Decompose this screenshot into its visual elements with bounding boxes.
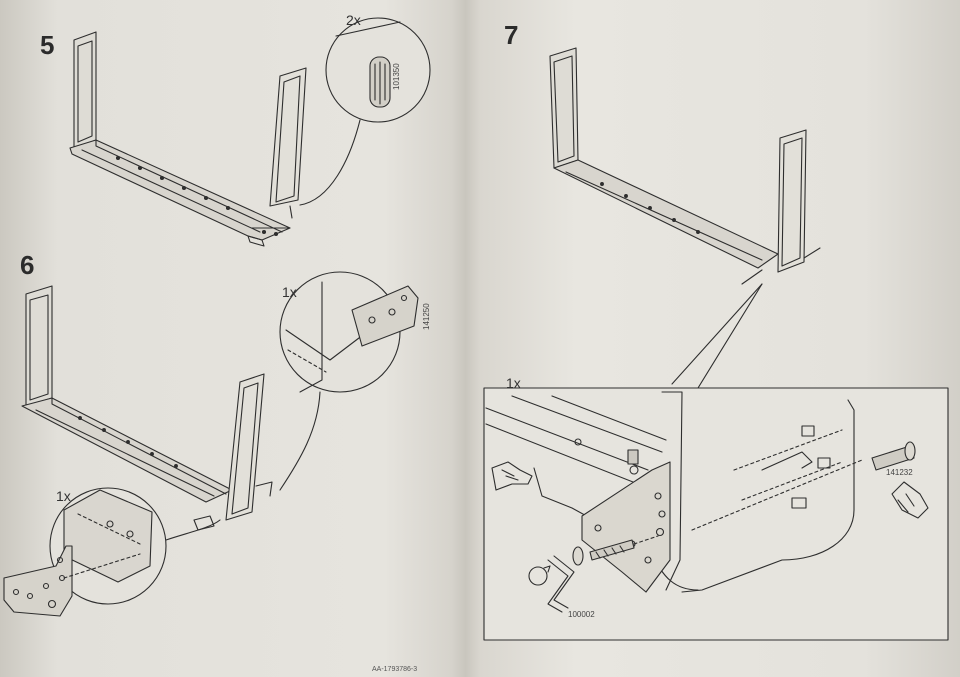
step7-tool-code: 100002	[568, 610, 595, 619]
step6-number: 6	[20, 250, 35, 280]
step5-callout-quantity: 2x	[346, 12, 361, 28]
allen-key-icon	[548, 556, 574, 612]
step7-frame-illustration	[550, 48, 820, 388]
left-page: 5 2x 101350 6 1x 141250 1x AA-1793786-3	[0, 0, 462, 677]
step5-frame-illustration	[70, 18, 430, 246]
left-page-drawings	[0, 0, 462, 677]
step5-number: 5	[40, 30, 55, 60]
step6-frame-illustration	[4, 272, 418, 616]
footer-document-code: AA-1793786-3	[372, 666, 418, 673]
hand-push-icon	[492, 462, 532, 490]
step6-top-callout-quantity: 1x	[282, 284, 297, 300]
hand-point-icon	[892, 482, 928, 518]
step7-bolt-code: 141232	[886, 468, 913, 477]
dowel-icon	[370, 57, 390, 107]
step5-part-code: 101350	[392, 63, 401, 90]
step7-number: 7	[504, 20, 519, 50]
step6-bottom-callout-quantity: 1x	[56, 488, 71, 504]
step7-detail-box	[484, 388, 948, 640]
screw-icon	[573, 536, 658, 565]
rotate-arrow-icon	[529, 566, 550, 585]
step6-top-callout-code: 141250	[422, 303, 431, 330]
bolt-icon	[872, 442, 915, 470]
right-page-drawings	[462, 0, 960, 677]
right-page: 7 1x 141232 100002	[462, 0, 960, 677]
step7-detail-quantity: 1x	[506, 375, 521, 391]
